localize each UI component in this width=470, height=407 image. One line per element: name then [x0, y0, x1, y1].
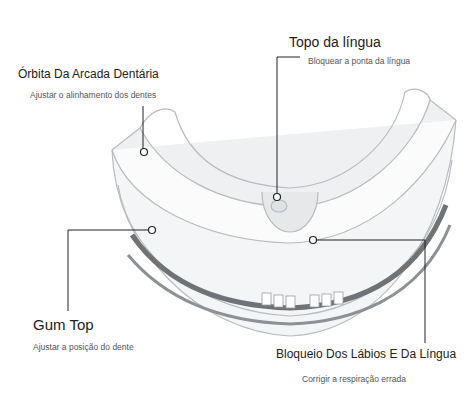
- part-note: Corrigir a respiração errada: [302, 375, 406, 385]
- leader-line: [277, 57, 300, 193]
- part-name: Gum Top: [33, 316, 94, 333]
- leader-line: [143, 106, 144, 149]
- part-note: Bloquear a ponta da língua: [308, 57, 410, 67]
- tooth-slot: [334, 292, 343, 304]
- inner-arch: [140, 89, 430, 188]
- part-name: Órbita Da Arcada Dentária: [18, 68, 159, 82]
- tooth-slot: [322, 294, 331, 306]
- tooth-slot: [274, 295, 283, 307]
- leader-line: [317, 240, 425, 343]
- part-note: Ajustar a posição do dente: [33, 343, 134, 353]
- leader-dot: [310, 237, 317, 244]
- tooth-slot: [310, 295, 319, 307]
- leader-dot: [141, 149, 148, 156]
- leader-dot: [149, 227, 156, 234]
- part-name: Bloqueio Dos Lábios E Da Língua: [276, 348, 456, 362]
- part-name: Topo da língua: [289, 34, 381, 50]
- mouthguard-outline: [112, 89, 456, 336]
- tongue-tab: [262, 192, 318, 232]
- leader-line: [68, 230, 148, 311]
- mid-line: [118, 160, 452, 316]
- front-teeth: [262, 292, 343, 308]
- back-flange: [112, 100, 456, 207]
- part-note: Ajustar o alinhamento dos dentes: [30, 91, 156, 101]
- leader-dots: [141, 149, 317, 244]
- leader-dot: [274, 194, 281, 201]
- tooth-slot: [286, 296, 295, 308]
- tongue-dot: [271, 200, 287, 212]
- tooth-slot: [262, 293, 271, 305]
